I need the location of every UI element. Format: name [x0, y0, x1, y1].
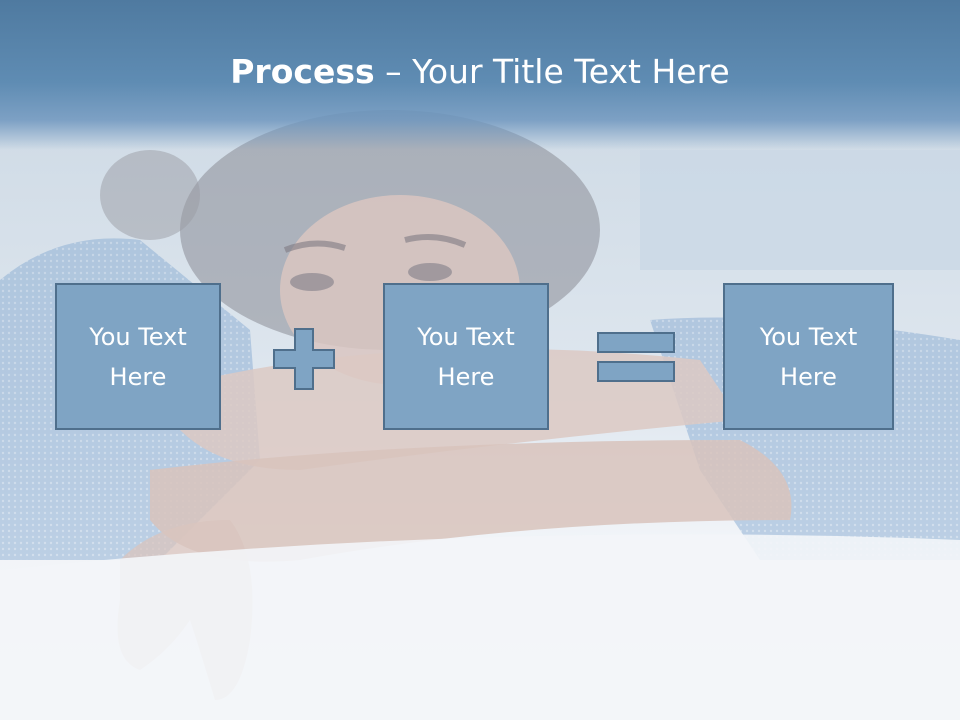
step-box-3-text: You Text Here [759, 322, 858, 391]
equals-icon [597, 332, 675, 382]
title-band [0, 0, 960, 150]
step-box-1[interactable]: You Text Here [55, 283, 221, 430]
title-rest: – Your Title Text Here [374, 52, 730, 91]
step-box-2-text: You Text Here [417, 322, 515, 391]
step-box-1-text: You Text Here [89, 322, 187, 391]
slide-title: Process – Your Title Text Here [0, 52, 960, 91]
step-box-2[interactable]: You Text Here [383, 283, 549, 430]
plus-icon [273, 328, 335, 390]
step-box-3[interactable]: You Text Here [723, 283, 894, 430]
title-bold: Process [230, 52, 375, 91]
